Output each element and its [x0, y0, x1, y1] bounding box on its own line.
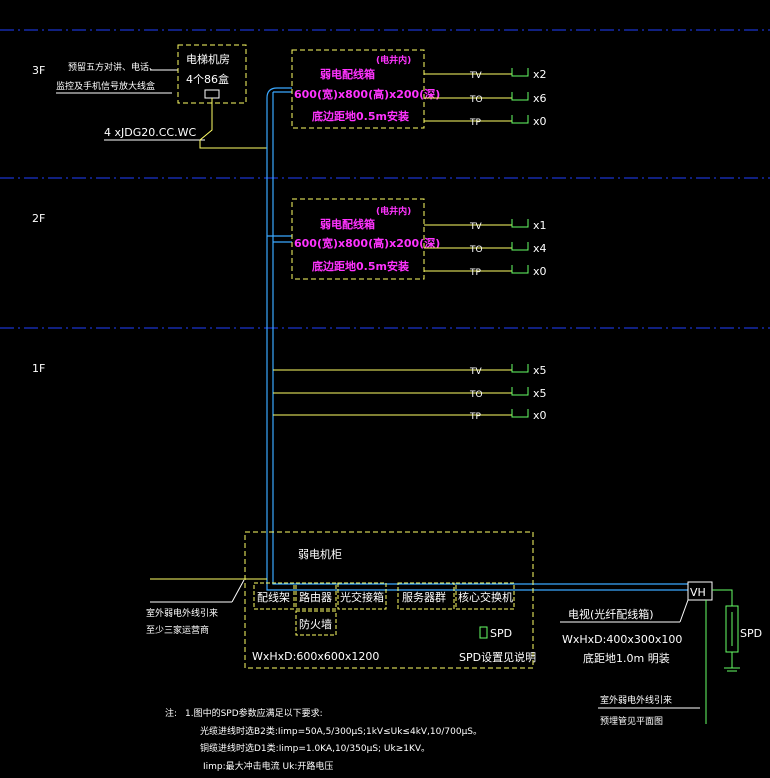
- cabinet-item-0: 配线架: [257, 590, 290, 604]
- panel-2f-name: 弱电配线箱: [320, 217, 375, 231]
- outdoor-right-line1: 室外弱电外线引来: [600, 694, 672, 706]
- cabinet-spd: SPD: [490, 627, 512, 640]
- outlet-symbol-2f-tv: [511, 219, 529, 228]
- spd-symbol: [479, 626, 488, 639]
- cabinet-item-box-0: [253, 582, 295, 610]
- outlet-group-1f: TV TO TP x5 x5 x0: [273, 364, 547, 422]
- vh-leader: [679, 599, 689, 623]
- vh-install: 底距地1.0m 明装: [583, 651, 670, 665]
- riser-top-3f: [266, 87, 292, 150]
- vh-dims: WxHxD:400x300x100: [562, 633, 682, 646]
- main-riser: [266, 150, 688, 591]
- cabinet-item-2: 光交接箱: [340, 590, 384, 604]
- outlet-code-2f-to: TO: [469, 245, 483, 255]
- junction-box-symbol: [204, 89, 220, 99]
- count-3f-tv: x2: [533, 68, 547, 81]
- vh-title: 电视(光纤配线箱): [568, 607, 654, 621]
- count-2f-tp: x0: [533, 265, 547, 278]
- notes-line1: 1.图中的SPD参数应满足以下要求:: [185, 707, 323, 719]
- outlet-code-2f-tp: TP: [469, 268, 481, 278]
- cabinet-firewall-box: [295, 610, 337, 636]
- main-riser-inner: [272, 92, 688, 585]
- cabinet-dims: WxHxD:600x600x1200: [252, 650, 379, 663]
- outlet-symbol-2f-to: [511, 242, 529, 251]
- machine-room-title: 电梯机房: [186, 52, 230, 66]
- cabinet-item-box-3: [397, 582, 455, 610]
- outlet-symbol-3f-tv: [511, 68, 529, 77]
- panel-2f-tag: (电井内): [376, 205, 411, 217]
- cabinet-firewall: 防火墙: [299, 617, 332, 631]
- outdoor-right-line2: 预埋管见平面图: [600, 715, 663, 727]
- count-3f-tp: x0: [533, 115, 547, 128]
- count-1f-tp: x0: [533, 409, 547, 422]
- cable-to-riser: [199, 98, 268, 150]
- vh-box: [687, 581, 713, 601]
- outlet-symbol-3f-to: [511, 92, 529, 101]
- count-2f-tv: x1: [533, 219, 547, 232]
- outlet-symbol-1f-tp: [511, 409, 529, 418]
- floor-label-1f: 1F: [32, 362, 45, 375]
- right-spd-label: SPD: [740, 627, 762, 640]
- panel-3f-dims: 600(宽)x800(高)x200(深): [294, 87, 440, 101]
- cabinet-item-box-2: [337, 582, 387, 610]
- outlet-group-3f: TV TO TP x2 x6 x0: [424, 68, 547, 128]
- cabinet-item-1: 路由器: [299, 590, 332, 604]
- panel-2f-dims: 600(宽)x800(高)x200(深): [294, 236, 440, 250]
- notes-line3: 铜缆进线时选D1类:Iimp=1.0KA,10/350μS; Uk≥1KV。: [200, 742, 430, 754]
- count-1f-to: x5: [533, 387, 547, 400]
- outlet-code-3f-to: TO: [469, 95, 483, 105]
- panel-2f-install: 底边距地0.5m安装: [312, 259, 409, 273]
- outlet-code-1f-to: TO: [469, 390, 483, 400]
- outlet-symbol-2f-tp: [511, 265, 529, 274]
- machine-room-boxes: 4个86盒: [186, 72, 229, 86]
- cabinet-item-3: 服务器群: [402, 590, 446, 604]
- floor-label-2f: 2F: [32, 212, 45, 225]
- reserve-note-line1: 预留五方对讲、电话、: [68, 61, 158, 73]
- notes-line4: Iimp:最大冲击电流 Uk:开路电压: [203, 760, 333, 772]
- outlet-code-3f-tp: TP: [469, 118, 481, 128]
- cabinet-spd-note: SPD设置见说明: [459, 650, 536, 664]
- outlet-group-2f: TV TO TP x1 x4 x0: [424, 219, 547, 278]
- outlet-symbol-1f-tv: [511, 364, 529, 373]
- outlet-symbol-3f-tp: [511, 115, 529, 124]
- cabinet-box: [244, 531, 534, 669]
- count-3f-to: x6: [533, 92, 547, 105]
- count-1f-tv: x5: [533, 364, 547, 377]
- floor-label-3f: 3F: [32, 64, 45, 77]
- cabinet-title: 弱电机柜: [298, 547, 342, 561]
- outlet-code-1f-tv: TV: [469, 367, 482, 377]
- outlet-code-1f-tp: TP: [469, 412, 481, 422]
- cabinet-item-4: 核心交换机: [458, 590, 513, 604]
- outdoor-left-line2: 至少三家运营商: [146, 624, 209, 636]
- outdoor-left-line1: 室外弱电外线引来: [146, 607, 218, 619]
- panel-2f: [291, 198, 425, 280]
- outlet-code-2f-tv: TV: [469, 222, 482, 232]
- count-2f-to: x4: [533, 242, 547, 255]
- vh-code: VH: [690, 586, 706, 599]
- panel-3f-name: 弱电配线箱: [320, 67, 375, 81]
- outlet-code-3f-tv: TV: [469, 71, 482, 81]
- cabinet-item-box-1: [295, 582, 337, 610]
- panel-3f: [291, 49, 425, 129]
- panel-3f-install: 底边距地0.5m安装: [312, 109, 409, 123]
- panel-3f-tag: (电井内): [376, 54, 411, 66]
- outlet-symbol-1f-to: [511, 387, 529, 396]
- notes-line2: 光缆进线时选B2类:Iimp=50A,5/300μS;1kV≤Uk≤4kV,10…: [200, 725, 482, 737]
- reserve-note-line2: 监控及手机信号放大线盒: [56, 80, 155, 92]
- notes-lead: 注:: [165, 707, 177, 719]
- right-spd-wire: [712, 589, 733, 606]
- riser-branch-2f: [267, 235, 292, 243]
- cable-label: 4 xJDG20.CC.WC: [104, 126, 196, 139]
- incoming-leader-left-diag: [231, 579, 245, 603]
